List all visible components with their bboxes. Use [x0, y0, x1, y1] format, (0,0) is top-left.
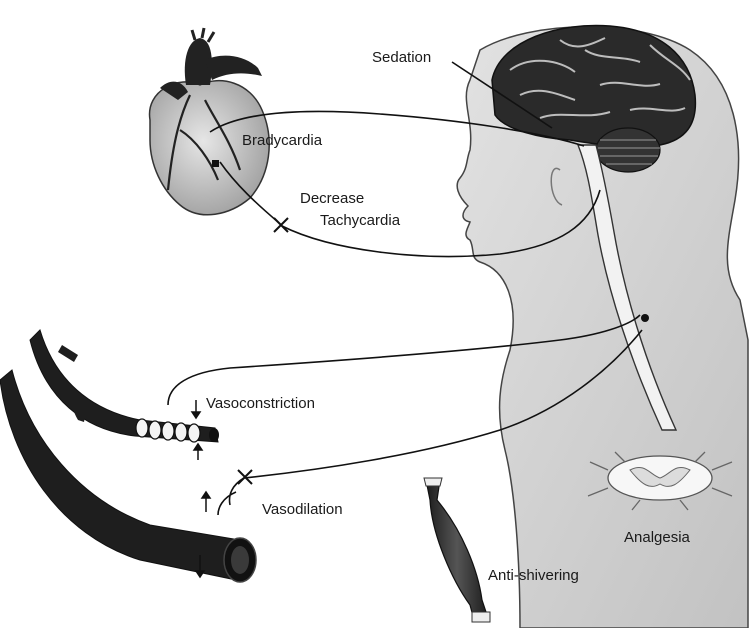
- constricted-vessel: [30, 330, 219, 442]
- label-bradycardia: Bradycardia: [242, 133, 322, 148]
- label-analgesia: Analgesia: [624, 530, 690, 545]
- cerebellum: [596, 128, 660, 172]
- heart-terminal: [212, 160, 219, 167]
- block-x-icon: [274, 218, 288, 232]
- vasodilation-branches: [218, 478, 244, 515]
- label-vasoconstriction: Vasoconstriction: [206, 396, 315, 411]
- spine-terminal: [641, 314, 649, 322]
- muscle: [424, 478, 490, 622]
- label-anti-shivering: Anti-shivering: [488, 568, 579, 583]
- label-vasodilation: Vasodilation: [262, 502, 343, 517]
- label-decrease: Decrease: [300, 191, 364, 206]
- label-tachycardia: Tachycardia: [320, 213, 400, 228]
- label-sedation: Sedation: [372, 50, 431, 65]
- brain: [492, 25, 695, 147]
- heart: [150, 28, 270, 215]
